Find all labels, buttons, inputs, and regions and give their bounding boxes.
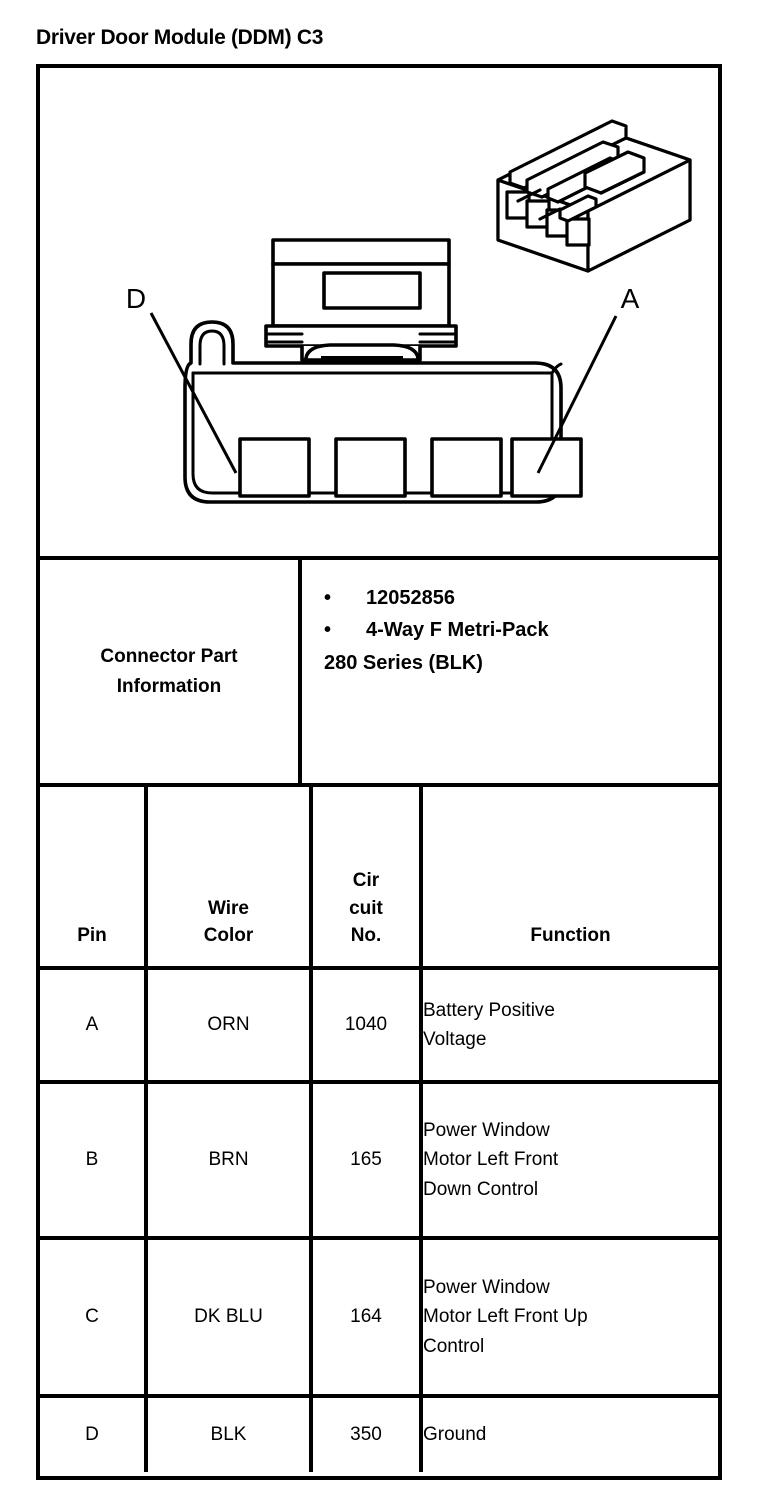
pin-assignment-table: Pin Wire Color Cir cuit No. Function A (40, 787, 718, 1472)
cell-pin: D (40, 1396, 148, 1472)
connector-part-information-values: • 12052856 • 4-Way F Metri-Pack 280 Seri… (302, 560, 718, 783)
connector-info-label-line1: Connector Part (100, 646, 238, 668)
connector-series: 280 Series (BLK) (324, 651, 483, 674)
table-row: A ORN 1040 Battery Positive Voltage (40, 968, 718, 1084)
column-header-wire-color: Wire Color (146, 787, 313, 970)
cell-function: Power Window Motor Left Front Up Control (421, 1238, 718, 1398)
leader-line-d (149, 312, 238, 474)
front-connector-view (183, 238, 583, 504)
column-header-function: Function (421, 787, 718, 970)
column-header-circuit-no: Cir cuit No. (311, 787, 423, 970)
connector-info-bullet-2: • 4-Way F Metri-Pack (324, 614, 708, 646)
cell-function: Power Window Motor Left Front Down Contr… (421, 1082, 718, 1240)
cell-wire-color: BRN (146, 1082, 313, 1240)
bullet-icon: • (324, 619, 332, 642)
connector-info-label-line2: Information (116, 675, 222, 697)
leader-line-a (536, 315, 618, 474)
cell-wire-color: BLK (146, 1396, 313, 1472)
cell-wire-color: DK BLU (146, 1238, 313, 1398)
connector-spec-frame: D A Connector Part Information • 1205285… (36, 64, 722, 1480)
page-title: Driver Door Module (DDM) C3 (36, 26, 324, 49)
cell-pin: A (40, 968, 148, 1084)
table-row: D BLK 350 Ground (40, 1396, 718, 1472)
isometric-connector-view (496, 119, 692, 273)
cell-circuit-no: 1040 (311, 968, 423, 1084)
table-row: C DK BLU 164 Power Window Motor Left Fro… (40, 1238, 718, 1398)
cell-pin: C (40, 1238, 148, 1398)
connector-info-bullet-1: • 12052856 (324, 582, 708, 614)
cell-wire-color: ORN (146, 968, 313, 1084)
cell-circuit-no: 165 (311, 1082, 423, 1240)
connector-drawing: D A (126, 119, 692, 504)
cell-circuit-no: 350 (311, 1396, 423, 1472)
connector-part-number: 12052856 (366, 587, 455, 609)
table-row: B BRN 165 Power Window Motor Left Front … (40, 1082, 718, 1240)
cell-circuit-no: 164 (311, 1238, 423, 1398)
connector-illustration-pane: D A (40, 68, 718, 560)
cell-function: Battery Positive Voltage (421, 968, 718, 1084)
connector-part-information-row: Connector Part Information • 12052856 • … (40, 560, 718, 787)
connector-type: 4-Way F Metri-Pack (366, 619, 549, 642)
bullet-icon: • (324, 587, 332, 609)
callout-label-a: A (621, 283, 640, 314)
callout-label-d: D (126, 283, 146, 314)
connector-part-information-label: Connector Part Information (40, 560, 302, 783)
cell-function: Ground (423, 1424, 487, 1446)
cell-pin: B (40, 1082, 148, 1240)
callout-leader-lines (149, 312, 618, 474)
column-header-pin: Pin (40, 787, 148, 970)
table-header-row: Pin Wire Color Cir cuit No. Function (40, 787, 718, 970)
